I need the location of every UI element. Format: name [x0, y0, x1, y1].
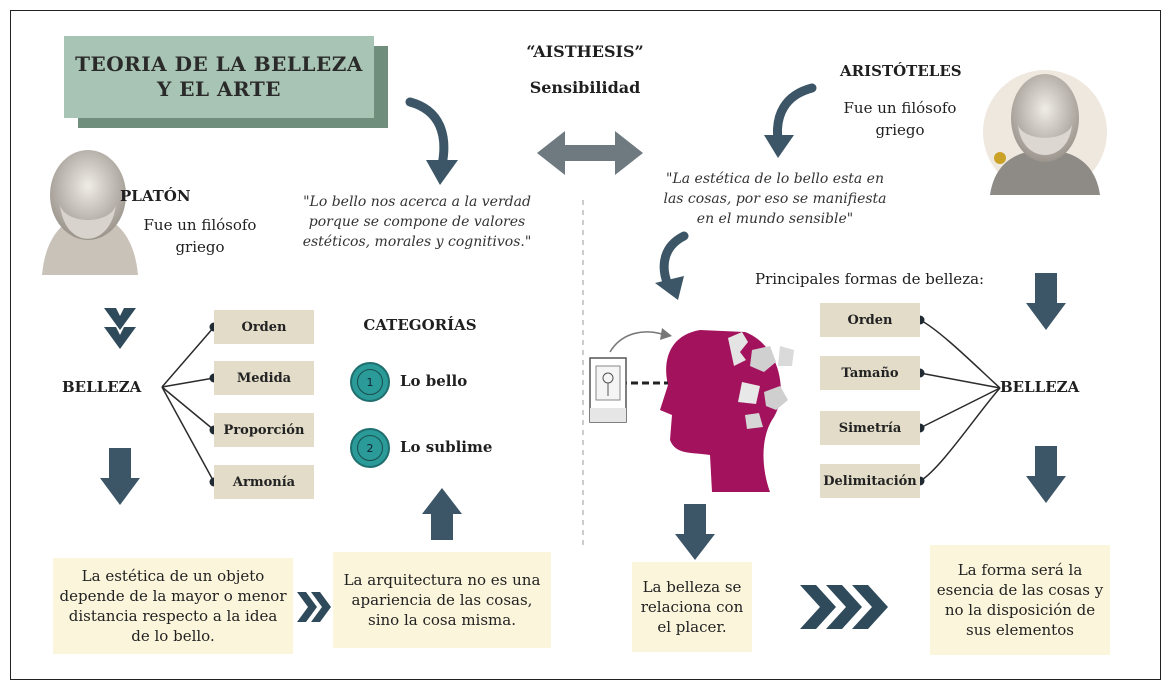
- title-line-1: TEORIA DE LA BELLEZA: [75, 52, 363, 76]
- aristotle-quote-line-3: en el mundo sensible": [696, 211, 854, 227]
- picture-frame-icon: [589, 357, 627, 423]
- aristotle-note-2: La forma será la esencia de las cosas y …: [930, 545, 1110, 655]
- down-arrow-icon: [100, 448, 140, 505]
- down-arrow-icon: [675, 504, 715, 560]
- aristotle-form-delimitacion: Delimitación: [820, 464, 920, 498]
- down-arrow-icon: [1026, 273, 1066, 330]
- plato-bust-image: [42, 150, 138, 275]
- page-title: TEORIA DE LA BELLEZA Y EL ARTE: [64, 36, 374, 118]
- aristotle-bust-image: [983, 70, 1107, 195]
- aristotle-connectors: [919, 319, 1001, 482]
- aristotle-quote-line-2: las cosas, por eso se manifiesta: [663, 191, 887, 207]
- down-arrow-icon: [1026, 446, 1066, 503]
- plato-note-2: La arquitectura no es una apariencia de …: [333, 552, 551, 648]
- plato-form-armonia: Armonía: [214, 465, 314, 499]
- double-chevron-right-icon: [297, 592, 331, 622]
- aristotle-desc-line-1: Fue un filósofo: [843, 99, 957, 117]
- center-subheading: Sensibilidad: [529, 78, 641, 97]
- plato-form-proporcion: Proporción: [214, 413, 314, 447]
- curved-arrow-icon: [764, 83, 817, 158]
- category-2-badge: 2: [350, 428, 390, 468]
- category-1-number: 1: [357, 369, 383, 395]
- curved-arrow-icon: [609, 328, 672, 353]
- categories-title: CATEGORÍAS: [363, 316, 477, 334]
- triple-chevron-right-icon: [800, 585, 888, 629]
- aristotle-form-tamano: Tamaño: [820, 356, 920, 390]
- up-arrow-icon: [422, 488, 462, 540]
- aristotle-note-1: La belleza se relaciona con el placer.: [632, 562, 752, 652]
- aristotle-belleza-label: BELLEZA: [1000, 378, 1080, 396]
- plato-form-medida: Medida: [214, 361, 314, 395]
- plato-quote-line-2: porque se compone de valores: [308, 214, 526, 230]
- plato-belleza-label: BELLEZA: [62, 378, 142, 396]
- category-2-number: 2: [357, 435, 383, 461]
- category-2-label: Lo sublime: [400, 438, 493, 456]
- aristotle-name: ARISTÓTELES: [840, 62, 962, 80]
- plato-connectors: [161, 326, 215, 483]
- center-heading: “AISTHESIS”: [526, 42, 644, 61]
- aristotle-quote-line-1: "La estética de lo bello esta en: [666, 171, 884, 187]
- double-arrow-icon: [537, 131, 643, 175]
- plato-desc-line-1: Fue un filósofo: [143, 216, 257, 234]
- curved-arrow-icon: [655, 231, 689, 300]
- plato-quote-line-3: estéticos, morales y cognitivos.": [302, 234, 532, 250]
- category-1-label: Lo bello: [400, 372, 468, 390]
- curved-arrow-icon: [405, 97, 458, 185]
- aristotle-form-simetria: Simetría: [820, 411, 920, 445]
- plato-quote-line-1: "Lo bello nos acerca a la verdad: [303, 194, 531, 210]
- head-puzzle-illustration: [620, 330, 794, 492]
- plato-form-orden: Orden: [214, 310, 314, 344]
- title-line-2: Y EL ARTE: [157, 77, 281, 101]
- plato-note-1: La estética de un objeto depende de la m…: [53, 558, 293, 654]
- plato-desc-line-2: griego: [175, 238, 225, 256]
- aristotle-desc-line-2: griego: [875, 121, 925, 139]
- category-1-badge: 1: [350, 362, 390, 402]
- double-chevron-down-icon: [104, 308, 136, 349]
- aristotle-form-orden: Orden: [820, 303, 920, 337]
- plato-name: PLATÓN: [120, 187, 191, 205]
- aristotle-forms-title: Principales formas de belleza:: [755, 270, 985, 288]
- diagram-frame: [10, 10, 1161, 680]
